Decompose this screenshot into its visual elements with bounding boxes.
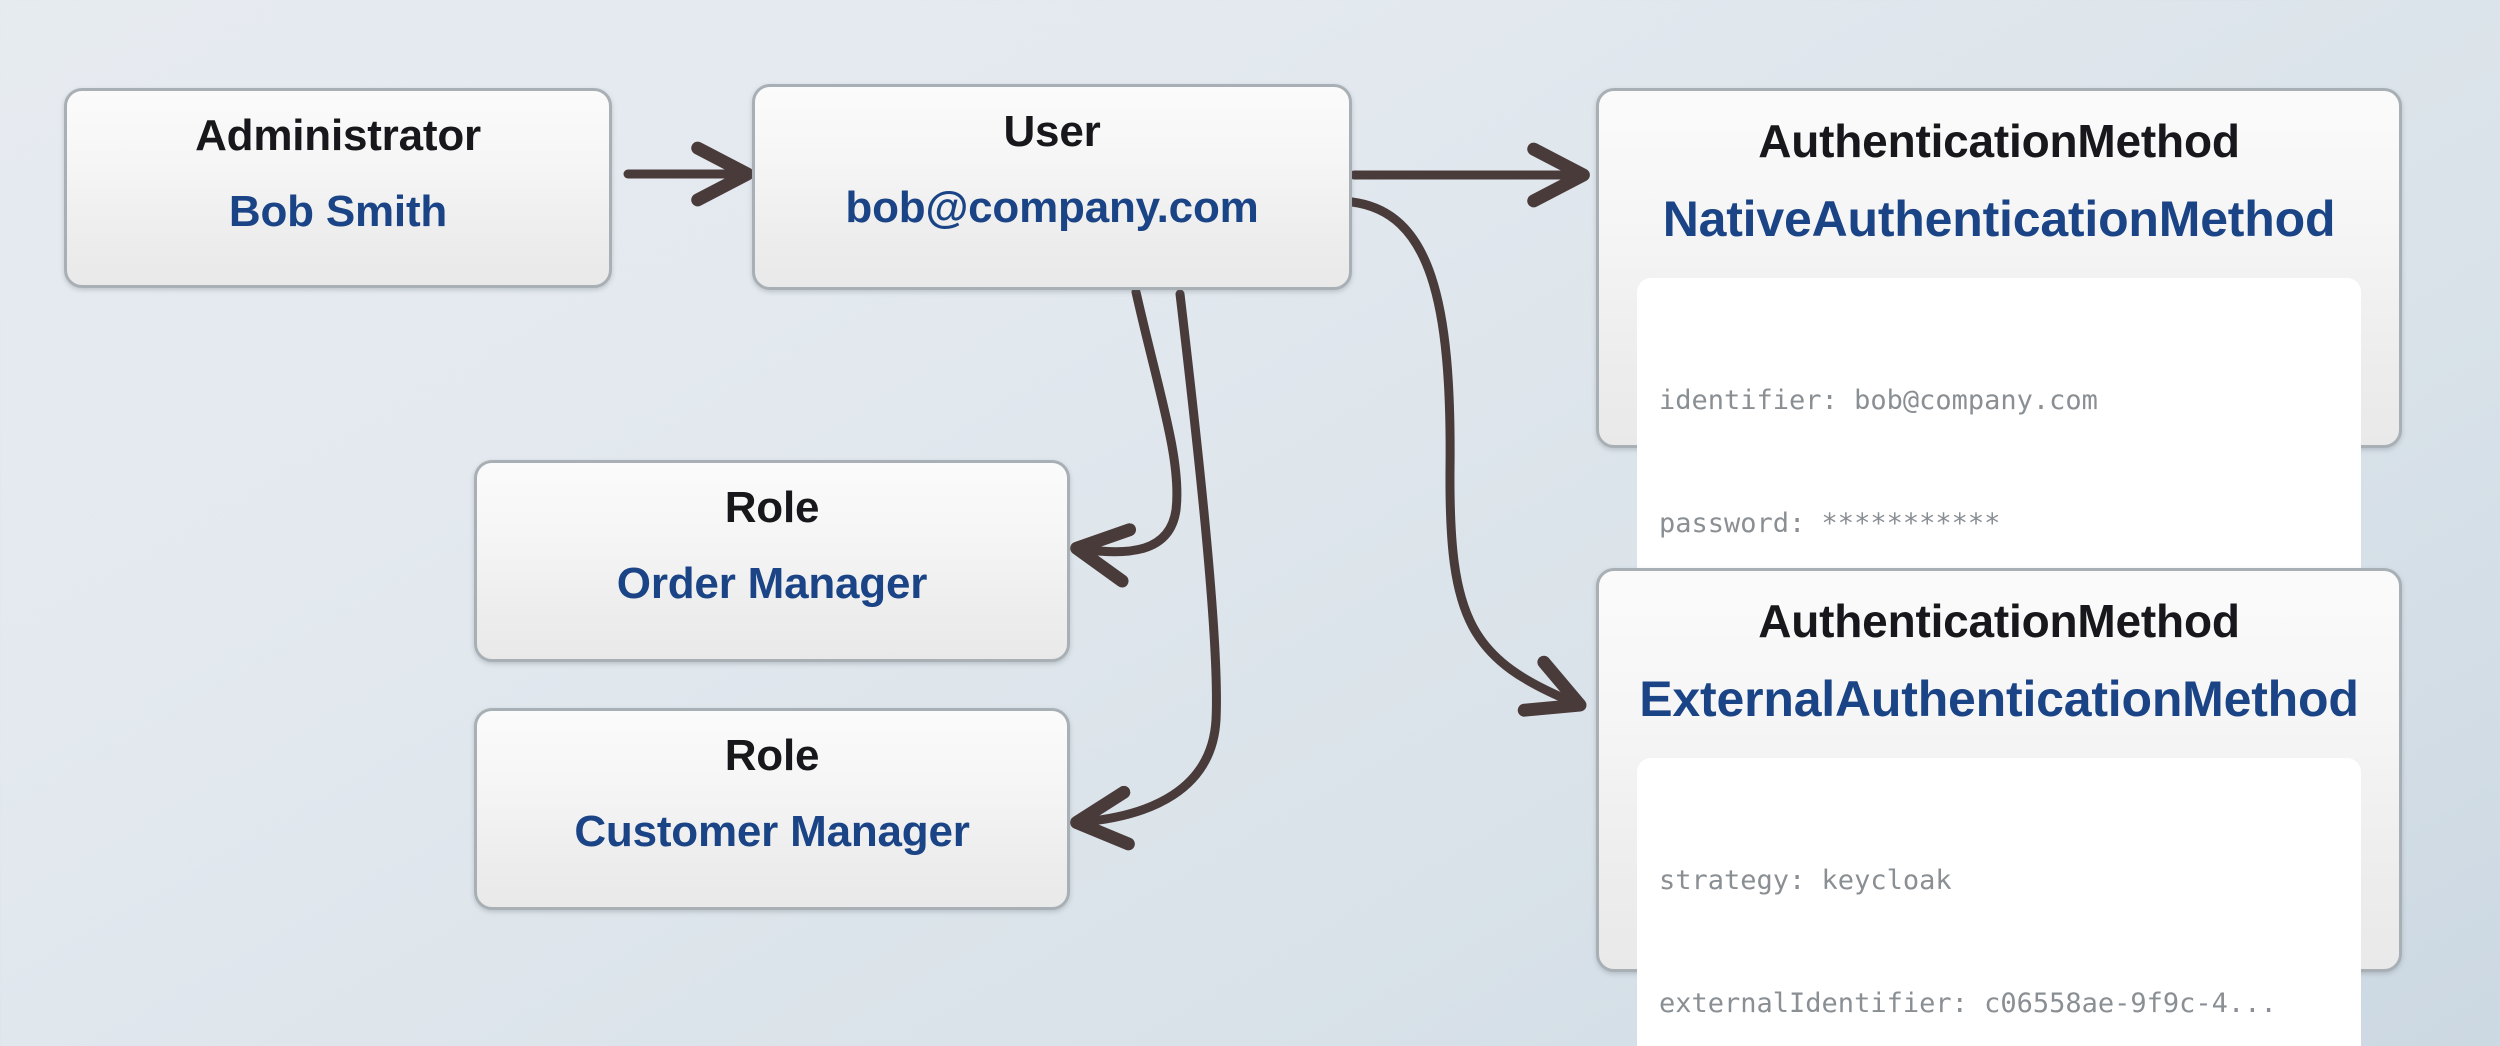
node-role-order-manager-type: Role xyxy=(724,483,820,532)
edge-user-to-auth-external xyxy=(1347,197,1587,717)
edge-user-to-role-order-manager xyxy=(1070,287,1182,588)
node-user-type: User xyxy=(1003,107,1101,156)
node-administrator-label: Bob Smith xyxy=(228,187,448,237)
node-external-authentication-method[interactable]: AuthenticationMethod ExternalAuthenticat… xyxy=(1596,568,2402,1046)
node-administrator[interactable]: Administrator Bob Smith xyxy=(64,88,612,288)
node-native-authentication-method-type: AuthenticationMethod xyxy=(1758,115,2240,167)
property-strategy: strategy: keycloak xyxy=(1659,864,1952,896)
node-role-customer-manager-type: Role xyxy=(724,731,820,780)
node-native-authentication-method-label: NativeAuthenticationMethod xyxy=(1662,191,2336,248)
node-native-authentication-method[interactable]: AuthenticationMethod NativeAuthenticatio… xyxy=(1596,88,2402,649)
node-user-label: bob@company.com xyxy=(845,183,1259,233)
node-user[interactable]: User bob@company.com xyxy=(752,84,1352,290)
node-role-customer-manager-label: Customer Manager xyxy=(574,807,970,857)
node-external-authentication-method-type: AuthenticationMethod xyxy=(1758,595,2240,647)
node-role-order-manager-label: Order Manager xyxy=(616,559,928,609)
property-external-identifier: externalIdentifier: c06558ae-9f9c-4... xyxy=(1659,987,2277,1019)
edge-user-to-role-customer-manager xyxy=(1070,289,1221,851)
property-password: password: *********** xyxy=(1659,507,2001,539)
node-external-authentication-method-properties: strategy: keycloak externalIdentifier: c… xyxy=(1637,757,2361,1046)
property-identifier: identifier: bob@company.com xyxy=(1659,384,2098,416)
node-role-order-manager[interactable]: Role Order Manager xyxy=(474,460,1070,662)
node-external-authentication-method-label: ExternalAuthenticationMethod xyxy=(1639,671,2359,728)
node-role-customer-manager[interactable]: Role Customer Manager xyxy=(474,708,1070,910)
node-administrator-type: Administrator xyxy=(195,111,481,160)
